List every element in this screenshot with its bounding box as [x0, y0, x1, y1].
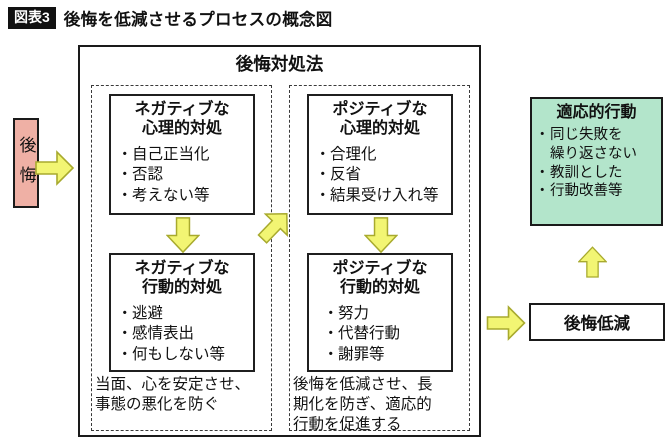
process-container: 後悔対処法 ネガティブな 心理的対処 ・自己正当化・否認・考えない等 ネガティブ…	[78, 45, 481, 437]
positive-psych-heading: ポジティブな 心理的対処	[332, 101, 428, 137]
bullet-marker: ・	[535, 126, 550, 143]
regret-source-box: 後悔	[13, 118, 39, 208]
positive-psych-box: ポジティブな 心理的対処 ・合理化・反省・結果受け入れ等	[307, 94, 453, 215]
list-item-text: 代替行動	[338, 325, 401, 343]
adaptive-behavior-box: 適応的行動 ・同じ失敗を 繰り返さない・教訓とした・行動改善等	[530, 97, 663, 226]
list-item: ・何もしない等	[117, 345, 253, 365]
down-arrow-icon	[166, 217, 200, 254]
bullet-marker: ・	[117, 345, 133, 363]
positive-caption: 後悔を低減させ、長 期化を防ぎ、適応的 行動を促進する	[293, 376, 433, 433]
adaptive-behavior-heading: 適応的行動	[556, 104, 637, 121]
list-item: ・考えない等	[117, 186, 253, 206]
bullet-marker: ・	[535, 183, 550, 200]
up-arrow-icon	[578, 246, 607, 278]
diagonal-arrow-icon	[257, 213, 288, 244]
list-item: ・反省	[315, 165, 451, 185]
positive-behavior-heading: ポジティブな 行動的対処	[332, 260, 428, 296]
list-item: ・同じ失敗を 繰り返さない	[535, 126, 661, 164]
adaptive-behavior-list: ・同じ失敗を 繰り返さない・教訓とした・行動改善等	[535, 126, 661, 201]
list-item: ・合理化	[315, 145, 451, 165]
bullet-marker: ・	[117, 166, 133, 184]
regret-reduction-box: 後悔低減	[529, 303, 665, 341]
list-item: ・逃避	[117, 304, 253, 324]
list-item-text: 行動改善等	[550, 183, 623, 200]
list-item-text: 教訓とした	[550, 164, 623, 181]
negative-behavior-box: ネガティブな 行動的対処 ・逃避・感情表出・何もしない等	[109, 253, 255, 372]
list-item-text: 謝罪等	[338, 345, 385, 363]
negative-psych-list: ・自己正当化・否認・考えない等	[117, 145, 253, 206]
figure-header: 図表3 後悔を低減させるプロセスの概念図	[8, 6, 333, 30]
positive-column: ポジティブな 心理的対処 ・合理化・反省・結果受け入れ等 ポジティブな 行動的対…	[289, 85, 470, 433]
down-arrow-icon	[364, 217, 398, 254]
bullet-marker: ・	[117, 304, 133, 322]
list-item-text: 感情表出	[132, 325, 195, 343]
list-item: ・行動改善等	[535, 182, 661, 201]
bullet-marker: ・	[117, 325, 133, 343]
list-item: ・結果受け入れ等	[315, 186, 451, 206]
bullet-marker: ・	[315, 166, 331, 184]
bullet-marker: ・	[323, 325, 339, 343]
list-item-text: 否認	[132, 166, 164, 184]
regret-reduction-label: 後悔低減	[564, 315, 630, 333]
negative-behavior-heading: ネガティブな 行動的対処	[134, 260, 230, 296]
negative-caption: 当面、心を安定させ、 事態の悪化を防ぐ	[95, 376, 251, 413]
negative-psych-box: ネガティブな 心理的対処 ・自己正当化・否認・考えない等	[109, 94, 255, 215]
list-item: ・自己正当化	[117, 145, 253, 165]
bullet-marker: ・	[323, 345, 339, 363]
negative-behavior-list: ・逃避・感情表出・何もしない等	[117, 304, 253, 365]
process-title: 後悔対処法	[235, 54, 324, 74]
list-item-text: 結果受け入れ等	[330, 186, 439, 204]
list-item-text: 逃避	[132, 304, 164, 322]
list-item-text: 何もしない等	[132, 345, 226, 363]
list-item-text: 同じ失敗を 繰り返さない	[550, 126, 637, 162]
negative-column: ネガティブな 心理的対処 ・自己正当化・否認・考えない等 ネガティブな 行動的対…	[91, 85, 272, 431]
bullet-marker: ・	[535, 164, 550, 181]
list-item: ・謝罪等	[323, 345, 451, 365]
list-item: ・代替行動	[323, 324, 451, 344]
regret-source-label: 後悔	[16, 136, 36, 196]
right-arrow-icon	[486, 305, 526, 341]
list-item-text: 合理化	[330, 145, 377, 163]
list-item-text: 努力	[338, 304, 370, 322]
right-arrow-icon	[35, 150, 75, 186]
list-item: ・努力	[323, 304, 451, 324]
bullet-marker: ・	[323, 304, 339, 322]
list-item-text: 自己正当化	[132, 145, 210, 163]
bullet-marker: ・	[315, 145, 331, 163]
positive-behavior-box: ポジティブな 行動的対処 ・努力・代替行動・謝罪等	[307, 253, 453, 372]
list-item: ・教訓とした	[535, 164, 661, 183]
list-item-text: 考えない等	[132, 186, 210, 204]
figure-badge: 図表3	[8, 7, 56, 29]
positive-psych-list: ・合理化・反省・結果受け入れ等	[315, 145, 451, 206]
bullet-marker: ・	[117, 145, 133, 163]
list-item: ・否認	[117, 165, 253, 185]
list-item: ・感情表出	[117, 324, 253, 344]
figure-title: 後悔を低減させるプロセスの概念図	[63, 11, 333, 29]
negative-psych-heading: ネガティブな 心理的対処	[134, 101, 230, 137]
positive-behavior-list: ・努力・代替行動・謝罪等	[323, 304, 451, 365]
list-item-text: 反省	[330, 166, 362, 184]
bullet-marker: ・	[315, 186, 331, 204]
bullet-marker: ・	[117, 186, 133, 204]
